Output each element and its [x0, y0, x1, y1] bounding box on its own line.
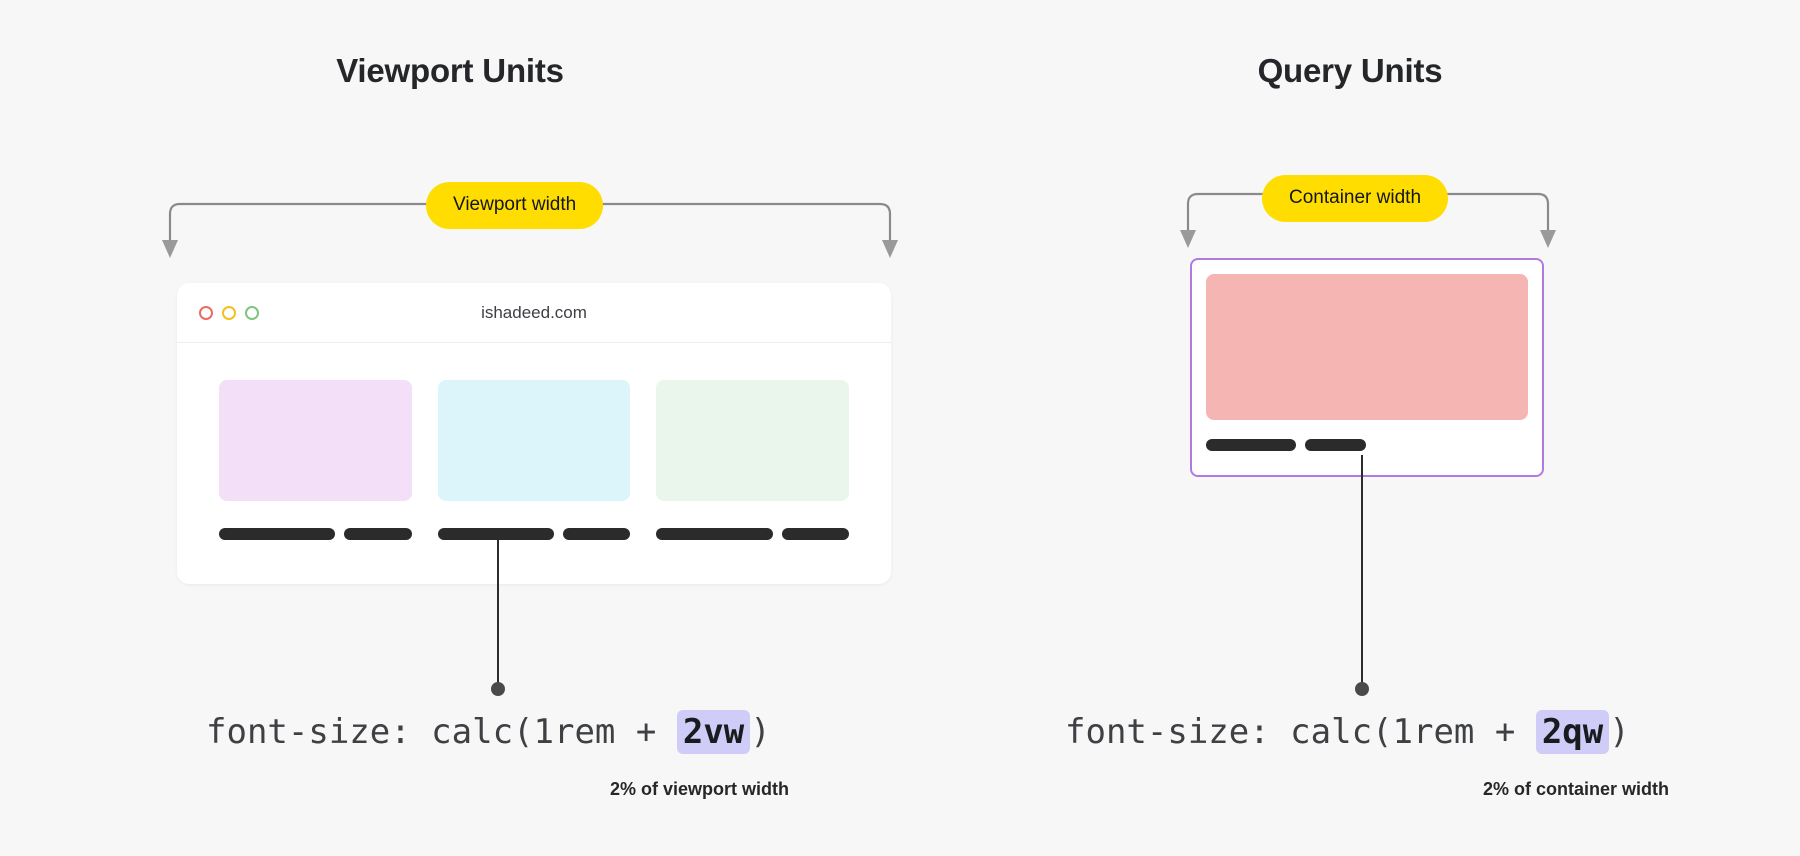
address-bar-url[interactable]: ishadeed.com — [481, 302, 587, 322]
browser-viewport-content — [177, 343, 891, 540]
maximize-dot-icon[interactable] — [245, 305, 259, 320]
code-unit-token: 2vw — [676, 710, 751, 754]
card-column — [437, 380, 631, 540]
text-line-short — [781, 528, 850, 540]
code-snippet-query: font-size: calc(1rem + 2qw) — [1065, 710, 1630, 754]
container-text-lines — [1206, 439, 1528, 451]
leader-line-dot — [491, 682, 505, 696]
card-purple — [219, 380, 412, 501]
text-line-short — [344, 528, 412, 540]
browser-titlebar: ishadeed.com — [177, 283, 891, 343]
code-suffix: ) — [1609, 712, 1630, 752]
text-line-long — [219, 528, 336, 540]
leader-line-dot — [1355, 682, 1369, 696]
viewport-width-pill: Viewport width — [426, 182, 604, 229]
leader-line-stroke — [1361, 455, 1363, 688]
page-title-viewport: Viewport Units — [336, 52, 564, 89]
viewport-units-panel: Viewport Units Viewport width ishadeed.c… — [162, 52, 898, 799]
container-width-pill: Container width — [1262, 175, 1449, 222]
card-cyan — [437, 380, 631, 501]
page-title-query: Query Units — [1257, 52, 1443, 89]
card-text-lines — [656, 528, 850, 540]
code-prefix: font-size: calc(1rem + — [1065, 712, 1536, 752]
query-units-panel: Query Units Container width font-size: c… — [900, 0, 1800, 856]
code-unit-token: 2qw — [1535, 710, 1610, 754]
container-card — [1206, 274, 1528, 420]
card-grid — [219, 380, 850, 540]
code-prefix: font-size: calc(1rem + — [206, 712, 677, 752]
code-snippet-viewport: font-size: calc(1rem + 2vw) — [206, 710, 771, 754]
card-text-lines — [219, 528, 412, 540]
card-text-lines — [437, 528, 631, 540]
close-dot-icon[interactable] — [199, 305, 213, 320]
container-mock — [1190, 258, 1544, 477]
text-line-long — [1206, 439, 1297, 451]
window-traffic-lights — [199, 305, 259, 320]
card-green — [656, 380, 850, 501]
text-line-short — [562, 528, 631, 540]
minimize-dot-icon[interactable] — [222, 305, 236, 320]
caption-viewport: 2% of viewport width — [610, 779, 790, 799]
leader-line-stroke — [497, 530, 499, 688]
card-column — [219, 380, 412, 540]
card-column — [656, 380, 850, 540]
text-line-short — [1305, 439, 1367, 451]
text-line-long — [437, 528, 554, 540]
browser-window-mock: ishadeed.com — [177, 283, 891, 584]
text-line-long — [656, 528, 773, 540]
code-suffix: ) — [750, 712, 771, 752]
caption-query: 2% of container width — [1483, 779, 1670, 799]
